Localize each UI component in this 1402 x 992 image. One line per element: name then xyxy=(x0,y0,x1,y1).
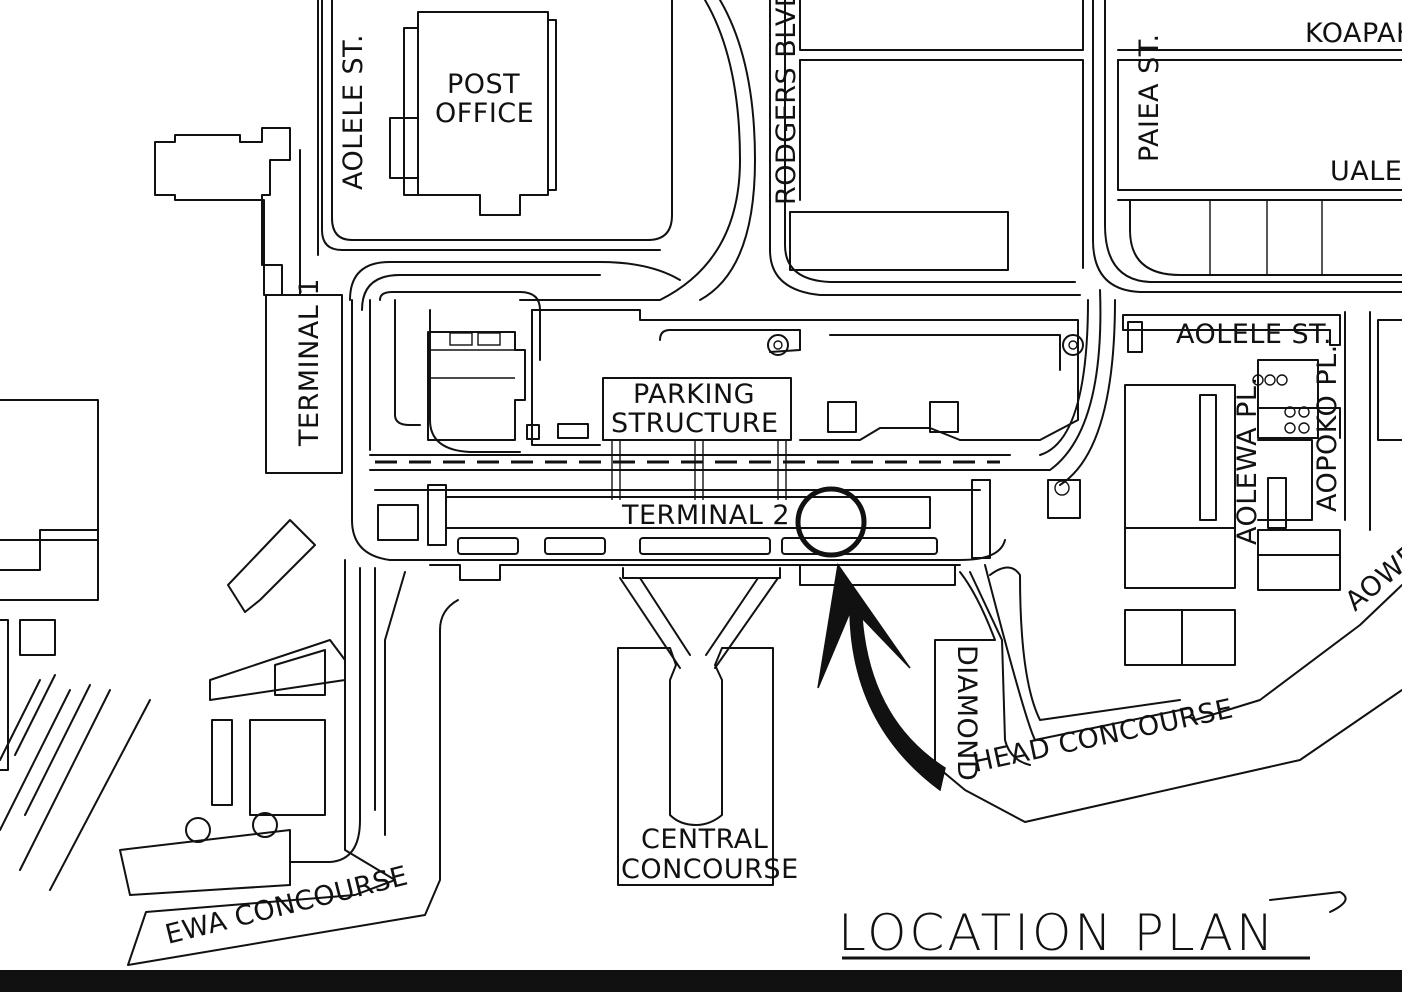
location-plan-title: LOCATION PLAN xyxy=(838,904,1276,962)
ewa-side: EWA CONCOURSE xyxy=(0,399,459,966)
central-label-line2: CONCOURSE xyxy=(621,854,799,885)
diamond-label: DIAMOND xyxy=(951,645,982,781)
post-office-label-line1: POST xyxy=(447,69,520,100)
parking-label-line1: PARKING xyxy=(633,379,755,410)
sheet-border xyxy=(0,970,1402,992)
central-label-line1: CENTRAL xyxy=(641,824,768,855)
parking-label-line2: STRUCTURE xyxy=(611,408,779,439)
diamond-head-concourse: DIAMOND HEAD CONCOURSE AOWEN xyxy=(934,526,1402,823)
terminal-1-label: TERMINAL 1 xyxy=(294,278,325,447)
koapaka-label: KOAPAK xyxy=(1305,18,1402,49)
rodgers-blvd-label: RODGERS BLVD xyxy=(771,0,802,205)
ualena-label: UALEN xyxy=(1330,156,1402,187)
parking-structure: PARKING STRUCTURE xyxy=(602,377,792,500)
central-concourse: CENTRAL CONCOURSE xyxy=(617,567,799,886)
aolele-st-east-label: AOLELE ST. xyxy=(1176,319,1332,350)
east-blocks xyxy=(1047,311,1402,666)
ewa-concourse-label: EWA CONCOURSE xyxy=(162,860,411,950)
terminal-2-building: TERMINAL 2 xyxy=(377,479,991,586)
post-office-label-line2: OFFICE xyxy=(435,98,534,129)
terminal-2-label: TERMINAL 2 xyxy=(621,500,790,531)
loop-roads xyxy=(349,261,1116,561)
aowena-label: AOWEN xyxy=(1340,526,1402,618)
terminal-1-block xyxy=(154,0,343,474)
aolele-st-north-label: AOLELE ST. xyxy=(338,34,369,190)
west-garage xyxy=(427,331,589,441)
aolewa-pl-label: AOLEWA PL. xyxy=(1232,376,1263,545)
paiea-st-label: PAIEA ST. xyxy=(1134,33,1165,162)
location-circle-icon xyxy=(795,486,867,558)
street-labels: POST OFFICE AOLELE ST. RODGERS BLVD PAIE… xyxy=(294,0,1402,545)
location-marker xyxy=(795,486,946,792)
location-arrow-icon xyxy=(817,563,946,792)
north-streets xyxy=(321,0,1402,301)
plan-title: LOCATION PLAN xyxy=(838,891,1347,962)
aopoko-pl-label: AOPOKO PL. xyxy=(1312,344,1343,512)
head-concourse-label: HEAD CONCOURSE xyxy=(970,693,1236,778)
